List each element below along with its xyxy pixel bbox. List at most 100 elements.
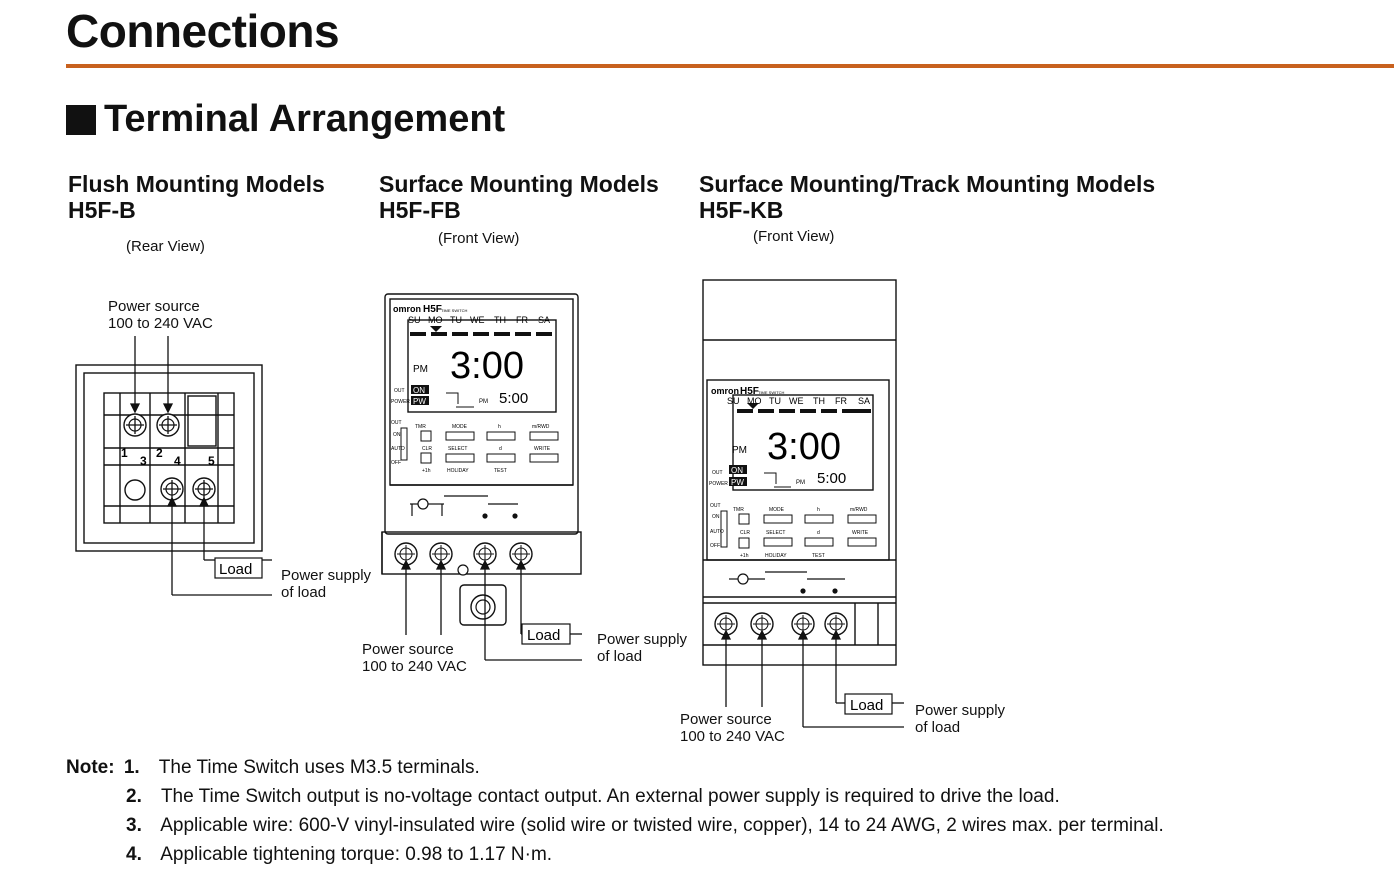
pw-badge: PW <box>731 478 744 487</box>
load-label: Load <box>219 561 252 578</box>
button-label: d <box>499 446 502 452</box>
power-supply-label: Power supply of load <box>281 567 371 601</box>
button-label: +1h <box>740 553 749 559</box>
power-source-line: Power source <box>362 641 454 658</box>
track-mount-diagram: omron H5F TIME SWITCH SU MO TU WE TH FR … <box>702 279 904 728</box>
power-source-label: Power source 100 to 240 VAC <box>680 711 785 745</box>
power-source-label: Power source 100 to 240 VAC <box>362 641 467 675</box>
device-subtitle: TIME SWITCH <box>441 308 468 313</box>
on-badge: ON <box>731 466 743 475</box>
note-number: 4. <box>126 844 142 865</box>
flush-mount-diagram: 1 3 2 4 5 Load <box>75 336 272 596</box>
switch-label: OUT <box>391 420 402 426</box>
column-model: H5F-KB <box>699 197 784 223</box>
lcd-time: 3:00 <box>767 426 841 468</box>
button-label: TEST <box>812 553 825 559</box>
period-label: PM <box>732 445 747 456</box>
screw-terminal-5 <box>192 477 216 501</box>
power-supply-line: Power supply <box>597 631 688 648</box>
button-label: MODE <box>769 507 785 513</box>
button-label: CLR <box>422 446 432 452</box>
square-bullet-icon <box>66 104 96 135</box>
load-box <box>844 693 893 715</box>
day-label: SU <box>408 315 421 325</box>
brand-logo: omron <box>711 386 739 396</box>
day-label: SA <box>858 396 870 406</box>
power-source-label: Power source 100 to 240 VAC <box>108 298 213 332</box>
out-label: OUT <box>394 388 405 394</box>
terminal-number: 2 <box>156 446 163 460</box>
switch-label: ON <box>393 432 401 438</box>
power-supply-of-load: of load <box>597 648 643 665</box>
power-supply-label: Power supply of load <box>597 631 687 665</box>
day-label: TH <box>494 315 506 325</box>
column-heading: Surface Mounting Models <box>379 171 659 197</box>
view-label: (Front View) <box>438 230 520 247</box>
screw-terminal <box>824 612 848 636</box>
note-heading: Note: <box>66 757 115 778</box>
button-label: SELECT <box>448 446 467 452</box>
day-label: TU <box>450 315 462 325</box>
small-period: PM <box>796 480 805 486</box>
period-label: PM <box>413 364 428 375</box>
button-label: m/RWD <box>850 507 868 513</box>
load-label: Load <box>527 627 560 644</box>
button-label: CLR <box>740 530 750 536</box>
note-text: Applicable tightening torque: 0.98 to 1.… <box>160 844 553 865</box>
terminal-number: 1 <box>121 446 128 460</box>
page-title: Connections <box>66 5 340 57</box>
terminal-block <box>103 392 235 524</box>
day-label: SA <box>538 315 550 325</box>
view-label: (Front View) <box>753 228 835 245</box>
mounting-hole <box>470 594 496 620</box>
power-supply-of-load: of load <box>915 719 961 736</box>
lcd-small-time: 5:00 <box>817 470 846 487</box>
device-subtitle: TIME SWITCH <box>758 390 785 395</box>
inner-frame <box>83 372 255 544</box>
screw-terminal-2 <box>156 413 180 437</box>
terminal-number: 5 <box>208 454 215 468</box>
load-label: Load <box>850 697 883 714</box>
brand-logo: omron <box>393 304 421 314</box>
screw-terminal <box>473 542 497 566</box>
button-label: +1h <box>422 468 431 474</box>
day-label: FR <box>835 396 847 406</box>
title-divider <box>66 64 1394 68</box>
button-label: WRITE <box>534 446 551 452</box>
day-label: TH <box>813 396 825 406</box>
power-source-line: Power source <box>108 298 200 315</box>
power-source-voltage: 100 to 240 VAC <box>680 728 785 745</box>
button-label: MODE <box>452 424 468 430</box>
wiring-schematic <box>729 571 845 594</box>
day-label: TU <box>769 396 781 406</box>
power-supply-label: Power supply of load <box>915 702 1005 736</box>
column-track: Surface Mounting/Track Mounting Models H… <box>699 171 1155 223</box>
note-item: 3. Applicable wire: 600-V vinyl-insulate… <box>126 815 1164 837</box>
lcd-time: 3:00 <box>450 345 524 387</box>
terminal-number: 4 <box>174 454 181 468</box>
power-supply-line: Power supply <box>915 702 1006 719</box>
button-label: TMR <box>733 507 744 513</box>
day-label: MO <box>747 396 762 406</box>
out-label: OUT <box>712 470 723 476</box>
power-label: POWER <box>391 399 410 405</box>
power-source-line: Power source <box>680 711 772 728</box>
surface-mount-diagram: omron H5F TIME SWITCH SU MO TU WE TH FR … <box>381 293 582 661</box>
power-label: POWER <box>709 481 728 487</box>
column-flush: Flush Mounting Models H5F-B <box>68 171 325 223</box>
note-item: 4. Applicable tightening torque: 0.98 to… <box>126 844 552 866</box>
column-heading: Surface Mounting/Track Mounting Models <box>699 171 1156 197</box>
switch-label: OFF <box>391 460 401 466</box>
note-text: Applicable wire: 600-V vinyl-insulated w… <box>160 815 1164 836</box>
day-label: FR <box>516 315 528 325</box>
arrow-icon <box>764 472 777 484</box>
button-label: SELECT <box>766 530 785 536</box>
device-model: H5F <box>423 304 442 315</box>
load-box <box>521 623 571 645</box>
terminal-number: 3 <box>140 454 147 468</box>
switch-label: ON <box>712 514 720 520</box>
view-label: (Rear View) <box>126 238 205 255</box>
column-model: H5F-B <box>68 197 136 223</box>
button-label: TEST <box>494 468 507 474</box>
note-item: Note: 1. The Time Switch uses M3.5 termi… <box>66 757 480 779</box>
